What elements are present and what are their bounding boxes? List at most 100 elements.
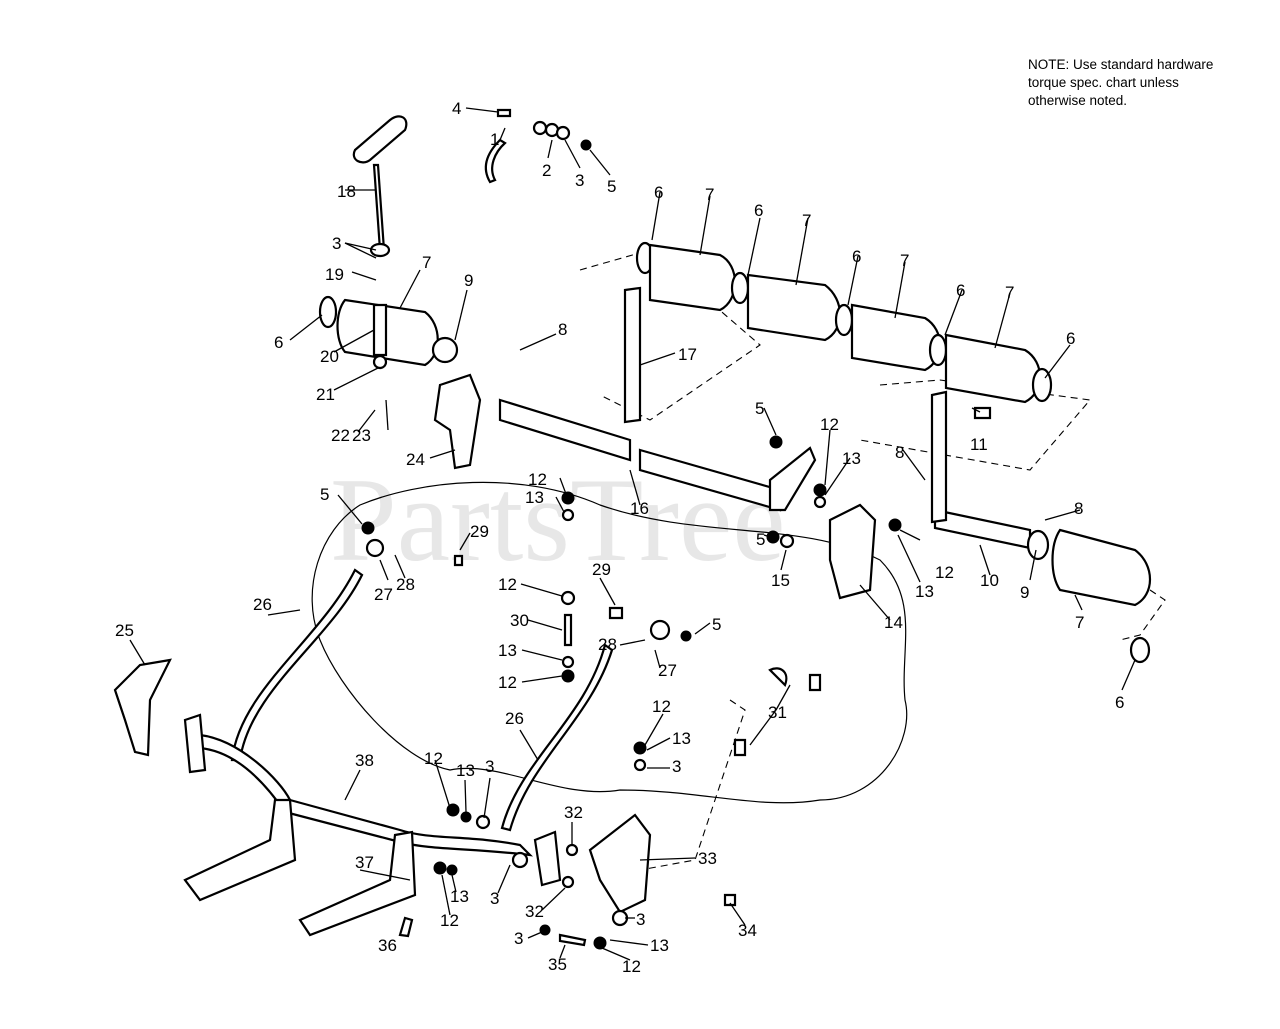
callout-14: 14 (884, 613, 903, 632)
callout-36: 36 (378, 936, 397, 955)
callout-12e: 12 (498, 673, 517, 692)
callout-7a: 7 (422, 253, 431, 272)
callout-5e: 5 (712, 615, 721, 634)
callout-4: 4 (452, 99, 461, 118)
callout-12d: 12 (498, 575, 517, 594)
callout-6a: 6 (274, 333, 283, 352)
callout-32b: 32 (525, 902, 544, 921)
bracket-left-upright (183, 713, 207, 774)
right-roller-dashed-box (859, 379, 1092, 471)
callout-13a: 13 (842, 449, 861, 468)
deck-outline (311, 481, 908, 804)
callout-32a: 32 (564, 803, 583, 822)
plate-25 (113, 658, 172, 757)
callout-11: 11 (970, 435, 988, 454)
callout-26b: 26 (505, 709, 524, 728)
callout-3e: 3 (490, 889, 499, 908)
callout-30: 30 (510, 611, 529, 630)
callout-8a: 8 (558, 320, 567, 339)
rod-38 (198, 733, 534, 857)
callout-26a: 26 (253, 595, 272, 614)
callout-17: 17 (678, 345, 697, 364)
callout-12g: 12 (424, 749, 443, 768)
callout-35: 35 (548, 955, 567, 974)
callout-8c: 8 (1074, 499, 1083, 518)
callout-3g: 3 (514, 929, 523, 948)
callout-13f: 13 (456, 761, 475, 780)
callout-12f: 12 (652, 697, 671, 716)
bracket-center (533, 830, 562, 887)
callout-7e: 7 (1005, 283, 1014, 302)
callout-28b: 28 (598, 635, 617, 654)
roller-row (635, 241, 1053, 404)
callout-7d: 7 (900, 251, 909, 270)
callout-3c: 3 (672, 757, 681, 776)
callout-37: 37 (355, 853, 374, 872)
callout-3f: 3 (636, 910, 645, 929)
callout-6b: 6 (654, 183, 663, 202)
callout-12h: 12 (440, 911, 459, 930)
callout-13e: 13 (672, 729, 691, 748)
callout-10: 10 (980, 571, 999, 590)
callout-6f: 6 (1066, 329, 1075, 348)
callout-12c: 12 (935, 563, 954, 582)
callout-6e: 6 (956, 281, 965, 300)
callout-5: 5 (607, 177, 616, 196)
callout-labels: 4 1 2 3 5 18 3 19 7 9 6 20 21 22 23 8 6 … (115, 99, 1124, 976)
bracket-14 (828, 503, 877, 600)
callout-12a: 12 (820, 415, 839, 434)
pedal-plate-37 (298, 830, 417, 937)
callout-13h: 13 (650, 936, 669, 955)
callout-25: 25 (115, 621, 134, 640)
leader-lines (129, 107, 1136, 961)
callout-3: 3 (575, 171, 584, 190)
callout-5b: 5 (755, 399, 764, 418)
shaft-10 (933, 508, 1032, 550)
callout-13b: 13 (525, 488, 544, 507)
callout-1: 1 (490, 130, 499, 149)
callout-27a: 27 (374, 585, 393, 604)
callout-6c: 6 (754, 201, 763, 220)
pedal-plate-left (183, 798, 297, 902)
callout-5c: 5 (756, 530, 765, 549)
callout-6d: 6 (852, 247, 861, 266)
hardware (361, 108, 992, 950)
callout-31: 31 (768, 703, 787, 722)
callout-3b: 3 (332, 234, 341, 253)
callout-15: 15 (771, 571, 790, 590)
lower-dashed-line (639, 699, 746, 871)
callout-12i: 12 (622, 957, 641, 976)
callout-13c: 13 (915, 582, 934, 601)
bracket-right (930, 390, 948, 524)
callout-16: 16 (630, 499, 649, 518)
callout-5d: 5 (320, 485, 329, 504)
shaft-arm (768, 446, 817, 512)
callout-9a: 9 (464, 271, 473, 290)
callout-23: 23 (352, 426, 371, 445)
callout-7f: 7 (1075, 613, 1084, 632)
roller-assembly-dashed-box (579, 249, 761, 421)
bracket-33 (588, 813, 652, 914)
callout-29b: 29 (592, 560, 611, 579)
callout-33: 33 (698, 849, 717, 868)
pivot-arm-26-left (230, 568, 364, 762)
callout-8b: 8 (895, 443, 904, 462)
callout-7c: 7 (802, 211, 811, 230)
callout-27b: 27 (658, 661, 677, 680)
callout-6g: 6 (1115, 693, 1124, 712)
callout-13d: 13 (498, 641, 517, 660)
callout-18: 18 (337, 182, 356, 201)
callout-29a: 29 (470, 522, 489, 541)
callout-19: 19 (325, 265, 344, 284)
note-line-1: NOTE: Use standard hardware (1028, 57, 1214, 72)
callout-20: 20 (320, 347, 339, 366)
callout-2: 2 (542, 161, 551, 180)
callout-22: 22 (331, 426, 350, 445)
pivot-arm-26-right (500, 643, 614, 832)
right-roller (1026, 528, 1151, 664)
note-line-2: torque spec. chart unless (1028, 75, 1179, 90)
left-roller (318, 295, 459, 367)
callout-12b: 12 (528, 470, 547, 489)
